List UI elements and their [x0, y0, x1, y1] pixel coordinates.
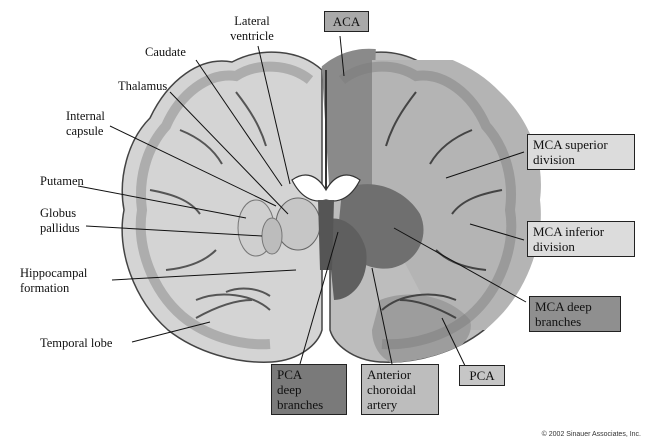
label-internal-capsule: Internal capsule — [66, 109, 105, 138]
label-temporal-lobe: Temporal lobe — [40, 336, 113, 350]
box-pca-deep-branches: PCA deep branches — [271, 364, 347, 415]
label-hippocampal-formation: Hippocampal formation — [20, 266, 88, 295]
label-putamen: Putamen — [40, 174, 84, 188]
box-pca: PCA — [459, 365, 505, 386]
box-anterior-choroidal-artery: Anterior choroidal artery — [361, 364, 439, 415]
label-lateral-ventricle: Lateral ventricle — [230, 14, 274, 43]
lateral-ventricles — [291, 174, 361, 202]
left-hemisphere — [121, 51, 323, 363]
box-mca-superior-division: MCA superior division — [527, 134, 635, 170]
box-mca-inferior-division: MCA inferior division — [527, 221, 635, 257]
copyright-notice: © 2002 Sinauer Associates, Inc. — [541, 431, 641, 438]
label-thalamus: Thalamus — [118, 79, 168, 93]
label-caudate: Caudate — [145, 45, 186, 59]
box-aca: ACA — [324, 11, 369, 32]
thalamus — [275, 197, 321, 251]
box-mca-deep-branches: MCA deep branches — [529, 296, 621, 332]
label-globus-pallidus: Globus pallidus — [40, 206, 80, 235]
globus-pallidus — [261, 217, 283, 255]
